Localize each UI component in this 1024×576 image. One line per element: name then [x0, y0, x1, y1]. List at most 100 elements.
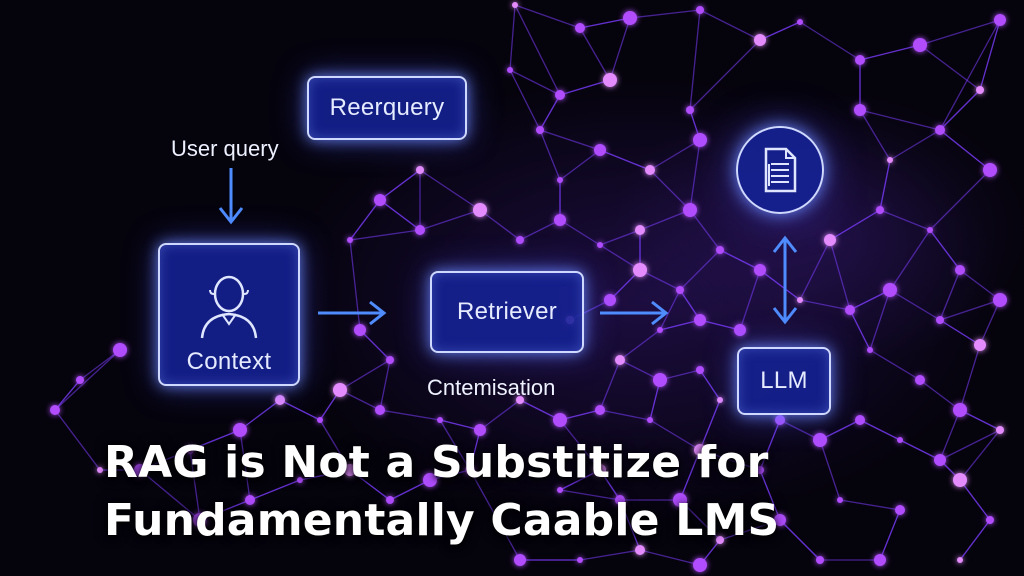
network-edge [379, 409, 441, 421]
requery-box: Reerquery [307, 76, 467, 140]
network-edge [54, 349, 121, 411]
network-edge [859, 44, 921, 61]
network-node [516, 396, 524, 404]
network-edge [649, 419, 701, 451]
network-edge [349, 229, 421, 241]
network-node [993, 293, 1007, 307]
network-node [693, 133, 707, 147]
network-edge [939, 409, 961, 461]
network-edge [879, 159, 891, 211]
network-node [245, 495, 255, 505]
network-edge [939, 299, 1001, 321]
network-node [633, 263, 647, 277]
network-node [554, 214, 566, 226]
network-edge [479, 399, 521, 431]
network-node [855, 415, 865, 425]
network-node [344, 464, 356, 476]
network-edge [799, 239, 831, 301]
network-edge [719, 249, 761, 271]
network-edge [559, 469, 601, 491]
network-node [673, 493, 687, 507]
network-edge [959, 409, 1001, 431]
network-edge [139, 449, 191, 471]
retriever-box: Retriever [430, 271, 584, 353]
network-edge [339, 359, 391, 391]
network-edge [679, 499, 721, 541]
network-node [876, 206, 884, 214]
network-edge [959, 519, 991, 561]
network-node [854, 104, 866, 116]
person-icon [200, 275, 258, 339]
network-edge [939, 89, 981, 131]
network-edge [819, 439, 841, 501]
network-edge [939, 429, 1001, 461]
context-optimisation-label: Cntemisation [427, 375, 556, 400]
network-edge [514, 4, 581, 29]
network-edge [619, 329, 661, 361]
network-node [874, 554, 886, 566]
network-node [76, 376, 84, 384]
network-node [797, 19, 803, 25]
arrow-up-down-icon [772, 235, 798, 325]
network-edge [739, 269, 761, 331]
network-edge [649, 169, 691, 211]
network-node [113, 343, 127, 357]
network-node [676, 286, 684, 294]
network-edge [249, 479, 301, 501]
document-node [736, 126, 824, 214]
network-node [913, 38, 927, 52]
network-node [754, 264, 766, 276]
network-edge [679, 449, 701, 501]
network-node [934, 454, 946, 466]
network-edge [689, 209, 721, 251]
network-edge [509, 69, 541, 131]
headline-line-2: Fundamentally Caable LMS [104, 495, 780, 546]
context-label: Context [186, 348, 272, 375]
arrow-down-icon [218, 168, 244, 225]
network-edge [189, 449, 201, 521]
network-node [734, 324, 746, 336]
network-edge [609, 269, 641, 301]
network-edge [689, 139, 701, 211]
network-edge [79, 349, 121, 381]
network-node [855, 55, 865, 65]
network-node [657, 327, 663, 333]
network-edge [509, 69, 561, 96]
network-node [514, 554, 526, 566]
network-edge [699, 9, 761, 41]
network-node [635, 545, 645, 555]
network-edge [54, 409, 101, 471]
network-edge [759, 469, 781, 521]
network-edge [349, 239, 361, 331]
network-node [996, 426, 1004, 434]
network-node [536, 126, 544, 134]
network-edge [439, 419, 481, 431]
network-edge [699, 399, 721, 451]
network-node [895, 505, 905, 515]
network-node [615, 355, 625, 365]
network-edge [939, 129, 991, 171]
network-edge [389, 479, 431, 501]
network-edge [619, 499, 641, 551]
network-edge [699, 369, 721, 401]
network-node [333, 383, 347, 397]
network-edge [879, 509, 901, 561]
network-edge [189, 429, 241, 451]
network-edge [959, 269, 1001, 301]
network-node [474, 424, 486, 436]
network-node [816, 556, 824, 564]
network-node [797, 297, 803, 303]
network-node [594, 464, 606, 476]
network-node [696, 6, 704, 14]
network-edge [539, 94, 561, 131]
network-edge [929, 169, 991, 231]
network-edge [54, 379, 81, 411]
network-edge [859, 109, 891, 161]
network-node [653, 373, 667, 387]
network-node [553, 413, 567, 427]
network-node [555, 90, 565, 100]
network-edge [319, 419, 351, 471]
network-node [647, 417, 653, 423]
network-edge [599, 229, 641, 246]
